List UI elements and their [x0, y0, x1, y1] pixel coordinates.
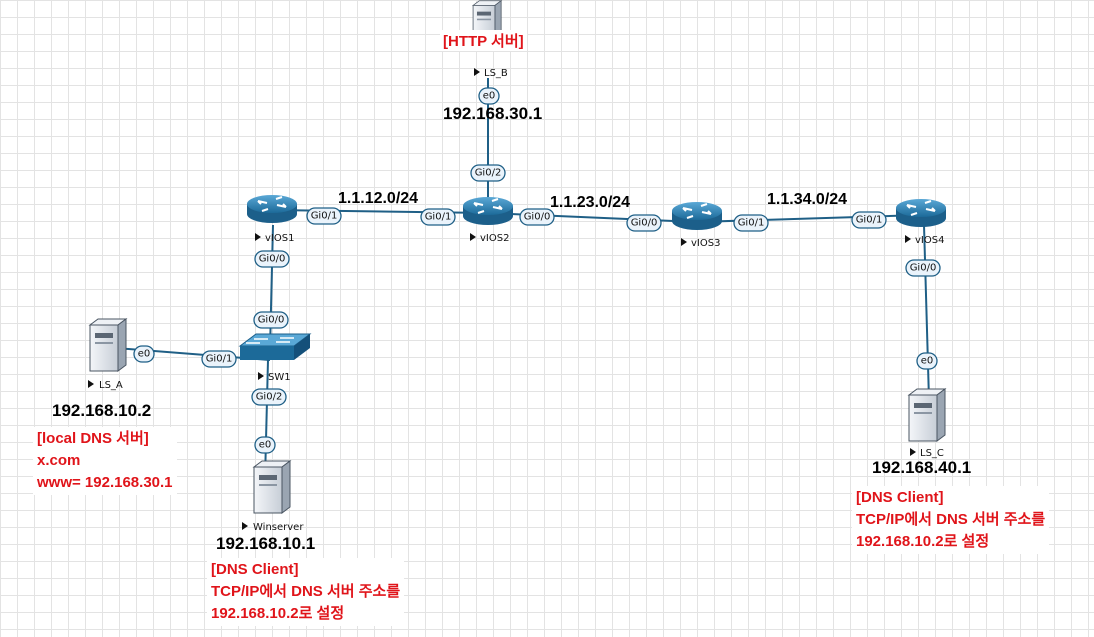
svg-text:Gi0/0: Gi0/0 [259, 254, 286, 265]
note-ls-c-line-1: [DNS Client] [856, 489, 944, 506]
note-ls-c-line-2: TCP/IP에서 DNS 서버 주소를 [856, 511, 1046, 528]
server-icon-ls-c[interactable] [908, 388, 946, 442]
port-ls-a-e0: e0 [133, 345, 155, 363]
note-ls-a: [local DNS 서버] x.com www= 192.168.30.1 [33, 427, 177, 495]
router-icon-vios3[interactable] [671, 201, 723, 231]
svg-text:e0: e0 [483, 91, 496, 102]
server-icon-winserver[interactable] [253, 460, 291, 514]
port-vios4-gi01: Gi0/1 [851, 211, 887, 229]
port-vios1-gi00: Gi0/0 [254, 250, 290, 268]
port-sw1-gi01: Gi0/1 [201, 350, 237, 368]
note-ls-a-line-2: x.com [37, 452, 81, 469]
network-label-23: 1.1.23.0/24 [550, 194, 631, 211]
note-ls-c-line-3: 192.168.10.2로 설정 [856, 533, 990, 550]
ip-label-ls-a: 192.168.10.2 [52, 401, 152, 420]
svg-text:Gi0/2: Gi0/2 [256, 392, 283, 403]
svg-text:Gi0/1: Gi0/1 [425, 212, 452, 223]
switch-icon-sw1[interactable] [239, 333, 311, 361]
port-winserver-e0: e0 [254, 436, 276, 454]
port-vios2-gi00: Gi0/0 [519, 208, 555, 226]
link-sw1-winserver [264, 359, 269, 481]
svg-text:vIOS1: vIOS1 [265, 233, 294, 244]
device-label-vios1: vIOS1 [255, 233, 294, 244]
server-icon-ls-a[interactable] [89, 318, 127, 372]
svg-text:vIOS4: vIOS4 [915, 235, 944, 246]
port-vios4-gi00: Gi0/0 [905, 259, 941, 277]
svg-text:LS_C: LS_C [920, 448, 944, 459]
router-icon-vios1[interactable] [246, 194, 298, 224]
svg-text:LS_B: LS_B [484, 68, 508, 79]
svg-text:e0: e0 [138, 349, 151, 360]
svg-text:Gi0/1: Gi0/1 [738, 218, 765, 229]
svg-text:Winserver: Winserver [253, 522, 304, 533]
port-vios1-gi01: Gi0/1 [306, 207, 342, 225]
router-icon-vios4[interactable] [895, 198, 947, 228]
port-vios3-gi01: Gi0/1 [733, 214, 769, 232]
note-winserver-line-3: 192.168.10.2로 설정 [211, 605, 345, 622]
svg-text:Gi0/0: Gi0/0 [524, 212, 551, 223]
port-vios2-gi01: Gi0/1 [420, 208, 456, 226]
svg-text:Gi0/1: Gi0/1 [311, 211, 338, 222]
svg-text:Gi0/2: Gi0/2 [475, 168, 502, 179]
port-vios2-gi02: Gi0/2 [470, 164, 506, 182]
link-vios3-vios4 [696, 214, 922, 223]
svg-text:Gi0/0: Gi0/0 [910, 263, 937, 274]
svg-text:Gi0/0: Gi0/0 [258, 315, 285, 326]
network-label-12: 1.1.12.0/24 [338, 190, 419, 207]
svg-text:SW1: SW1 [268, 372, 291, 383]
device-label-ls-b: LS_B [474, 68, 508, 79]
link-vios2-vios3 [487, 212, 698, 223]
svg-text:Gi0/1: Gi0/1 [856, 215, 883, 226]
device-label-vios2: vIOS2 [470, 233, 509, 244]
svg-text:vIOS2: vIOS2 [480, 233, 509, 244]
svg-text:Gi0/0: Gi0/0 [631, 218, 658, 229]
port-ls-b-e0: e0 [478, 87, 500, 105]
note-http-server: [HTTP 서버] [440, 30, 527, 51]
note-ls-a-line-3: www= 192.168.30.1 [37, 474, 173, 491]
device-label-winserver: Winserver [242, 522, 304, 533]
note-ls-a-line-1: [local DNS 서버] [37, 430, 149, 447]
port-sw1-gi00: Gi0/0 [253, 311, 289, 329]
router-icon-vios2[interactable] [462, 196, 514, 226]
device-label-vios3: vIOS3 [681, 238, 720, 249]
ip-label-ls-c: 192.168.40.1 [872, 458, 972, 477]
link-vios1-sw1 [269, 224, 274, 351]
device-label-vios4: vIOS4 [905, 235, 944, 246]
device-label-ls-c: LS_C [910, 448, 944, 459]
note-winserver-line-2: TCP/IP에서 DNS 서버 주소를 [211, 583, 401, 600]
device-label-ls-a: LS_A [88, 380, 123, 391]
svg-text:vIOS3: vIOS3 [691, 238, 720, 249]
svg-text:LS_A: LS_A [99, 380, 123, 391]
note-winserver: [DNS Client] TCP/IP에서 DNS 서버 주소를 192.168… [207, 558, 405, 626]
device-label-sw1: SW1 [258, 372, 291, 383]
link-vios1-vios2 [271, 209, 489, 214]
ip-label-winserver: 192.168.10.1 [216, 534, 316, 553]
note-winserver-line-1: [DNS Client] [211, 561, 299, 578]
link-vios4-lsc [923, 224, 930, 401]
note-ls-c: [DNS Client] TCP/IP에서 DNS 서버 주소를 192.168… [852, 486, 1050, 554]
port-ls-c-e0: e0 [916, 352, 938, 370]
svg-text:e0: e0 [259, 440, 272, 451]
ip-label-ls-b: 192.168.30.1 [443, 104, 543, 123]
svg-text:e0: e0 [921, 356, 934, 367]
port-sw1-gi02: Gi0/2 [251, 388, 287, 406]
port-vios3-gi00: Gi0/0 [626, 214, 662, 232]
network-label-34: 1.1.34.0/24 [767, 191, 848, 208]
svg-text:Gi0/1: Gi0/1 [206, 354, 233, 365]
